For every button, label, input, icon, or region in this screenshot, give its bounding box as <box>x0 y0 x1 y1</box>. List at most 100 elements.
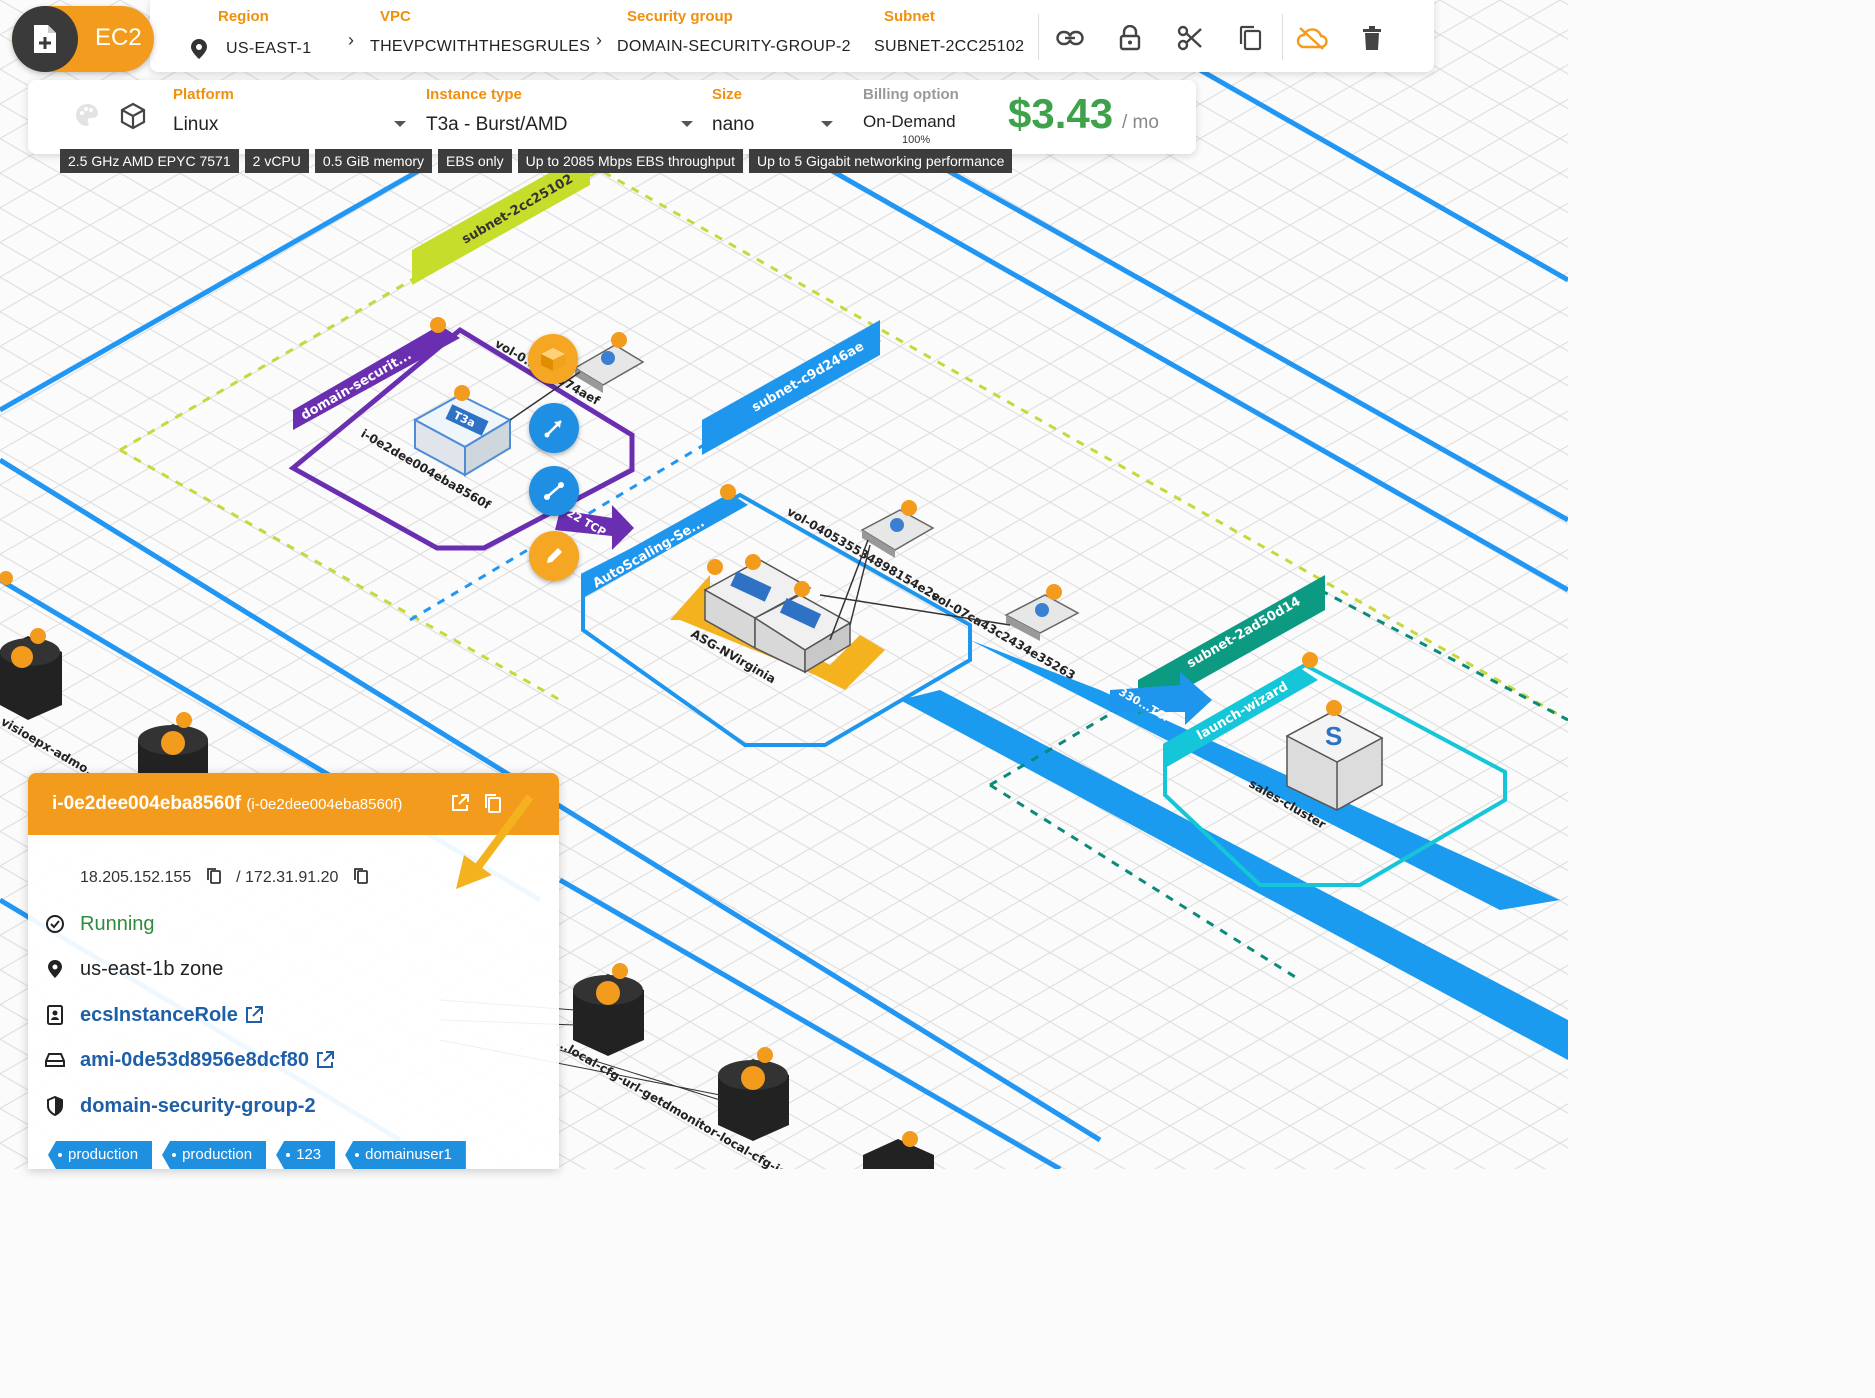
instance-type-value: T3a - Burst/AMD <box>426 114 568 135</box>
security-group-label: Security group <box>627 8 733 25</box>
palette-icon[interactable] <box>74 102 100 133</box>
security-group-selector[interactable]: Security group DOMAIN-SECURITY-GROUP-2 <box>617 8 851 56</box>
instance-info-card: i-0e2dee004eba8560f (i-0e2dee004eba8560f… <box>28 773 559 1169</box>
service-name: EC2 <box>95 24 142 51</box>
lock-icon[interactable] <box>1114 22 1146 54</box>
instance-specs: 2.5 GHz AMD EPYC 7571 2 vCPU 0.5 GiB mem… <box>60 149 1013 173</box>
instance-state: Running <box>80 912 155 935</box>
shield-icon <box>44 1095 66 1117</box>
spec-storage: EBS only <box>438 149 512 173</box>
spec-memory: 0.5 GiB memory <box>314 149 433 173</box>
region-label: Region <box>218 8 269 25</box>
public-ip: 18.205.152.155 <box>80 869 192 886</box>
cube-outline-icon[interactable] <box>120 102 146 135</box>
add-volume-button[interactable] <box>528 334 578 384</box>
svg-text:S: S <box>1325 721 1342 751</box>
vpc-label: VPC <box>380 8 411 25</box>
hard-drive-icon <box>44 1049 66 1071</box>
lambda-node-5 <box>863 1131 934 1169</box>
edit-button[interactable] <box>529 531 579 581</box>
lambda-node-4 <box>718 1047 789 1141</box>
instance-type-label: Instance type <box>426 86 522 103</box>
scissors-icon[interactable] <box>1174 22 1206 54</box>
region-value: US-EAST-1 <box>226 40 312 57</box>
platform-label: Platform <box>173 86 234 103</box>
chevron-down-icon[interactable] <box>821 121 833 127</box>
role-row[interactable]: ecsInstanceRole <box>44 1002 264 1028</box>
pencil-icon <box>547 548 562 563</box>
security-group-row[interactable]: domain-security-group-2 <box>44 1093 316 1119</box>
billing-label: Billing option <box>863 86 959 103</box>
cloud-off-icon[interactable] <box>1296 22 1328 54</box>
copy-icon[interactable] <box>484 793 502 818</box>
iam-role-link[interactable]: ecsInstanceRole <box>80 1003 238 1026</box>
spec-ebs-throughput: Up to 2085 Mbps EBS throughput <box>517 149 743 173</box>
availability-zone: us-east-1b zone <box>80 957 224 980</box>
zone-row: us-east-1b zone <box>44 956 223 982</box>
size-label: Size <box>712 86 743 103</box>
spec-network: Up to 5 Gigabit networking performance <box>748 149 1013 173</box>
chevron-down-icon[interactable] <box>394 121 406 127</box>
security-group-link[interactable]: domain-security-group-2 <box>80 1094 316 1117</box>
location-pin-icon <box>191 39 207 59</box>
connect-arrow-button[interactable] <box>529 403 579 453</box>
platform-select[interactable]: Platform Linux <box>173 86 408 136</box>
monthly-price: $3.43 <box>1008 90 1114 137</box>
cube-icon <box>541 348 565 371</box>
chevron-right-icon: › <box>348 30 354 50</box>
new-file-icon <box>12 6 78 72</box>
link-icon[interactable] <box>1054 22 1086 54</box>
subnet-selector[interactable]: Subnet SUBNET-2CC25102 <box>874 8 1024 56</box>
lambda-node-3 <box>573 963 644 1056</box>
external-link-icon[interactable] <box>244 1005 264 1025</box>
trash-icon[interactable] <box>1356 22 1388 54</box>
tag-item[interactable]: domainuser1 <box>345 1141 466 1169</box>
spec-vcpu: 2 vCPU <box>244 149 309 173</box>
subnet-value: SUBNET-2CC25102 <box>874 38 1025 55</box>
connect-line-button[interactable] <box>529 466 579 516</box>
ec2-service-badge[interactable]: EC2 <box>12 6 154 72</box>
security-group-value: DOMAIN-SECURITY-GROUP-2 <box>617 38 851 55</box>
platform-value: Linux <box>173 114 219 135</box>
price-unit: / mo <box>1122 112 1159 133</box>
copy-icon[interactable] <box>1234 22 1266 54</box>
chevron-down-icon[interactable] <box>681 121 693 127</box>
instance-type-select[interactable]: Instance type T3a - Burst/AMD <box>426 86 686 136</box>
location-pin-icon <box>44 958 66 980</box>
card-header: i-0e2dee004eba8560f (i-0e2dee004eba8560f… <box>28 773 559 835</box>
toolbar-divider <box>1038 14 1039 60</box>
card-subtitle: (i-0e2dee004eba8560f) <box>246 796 403 813</box>
external-link-icon[interactable] <box>315 1050 335 1070</box>
chevron-right-icon: › <box>596 30 602 50</box>
ami-row[interactable]: ami-0de53d8956e8dcf80 <box>44 1047 335 1073</box>
card-title: i-0e2dee004eba8560f <box>52 793 242 814</box>
arrow-connect-icon <box>544 420 562 438</box>
spec-cpu: 2.5 GHz AMD EPYC 7571 <box>60 149 239 173</box>
vpc-value: THEVPCWITHTHESGRULES <box>370 38 591 55</box>
region-selector[interactable]: Region US-EAST-1 <box>190 8 311 60</box>
line-connect-icon <box>544 482 564 500</box>
private-ip: / 172.31.91.20 <box>236 869 339 886</box>
toolbar-divider <box>1282 14 1283 60</box>
state-row: Running <box>44 911 155 937</box>
billing-option-select[interactable]: Billing option On-Demand <box>863 86 959 132</box>
subnet-2cc25102-boundary <box>119 168 1568 722</box>
vpc-selector[interactable]: VPC THEVPCWITHTHESGRULES <box>370 8 590 56</box>
tag-item[interactable]: production <box>162 1141 267 1169</box>
copy-icon[interactable] <box>206 867 222 885</box>
check-circle-icon <box>44 913 66 935</box>
copy-icon[interactable] <box>353 867 369 885</box>
tag-item[interactable]: 123 <box>276 1141 336 1169</box>
external-link-icon[interactable] <box>450 793 470 818</box>
ami-link[interactable]: ami-0de53d8956e8dcf80 <box>80 1048 310 1071</box>
tag-item[interactable]: production <box>48 1141 153 1169</box>
pointer-arrow-icon <box>448 793 538 898</box>
id-badge-icon <box>44 1004 66 1026</box>
context-toolbar: Region US-EAST-1 › VPC THEVPCWITHTHESGRU… <box>150 0 1434 72</box>
subnet-2ad50d14-boundary <box>989 588 1568 982</box>
size-value: nano <box>712 114 755 135</box>
billing-percent: 100% <box>902 134 931 146</box>
size-select[interactable]: Size nano <box>712 86 822 136</box>
billing-value: On-Demand <box>863 112 956 131</box>
tag-list: production production 123 domainuser1 <box>48 1141 466 1169</box>
